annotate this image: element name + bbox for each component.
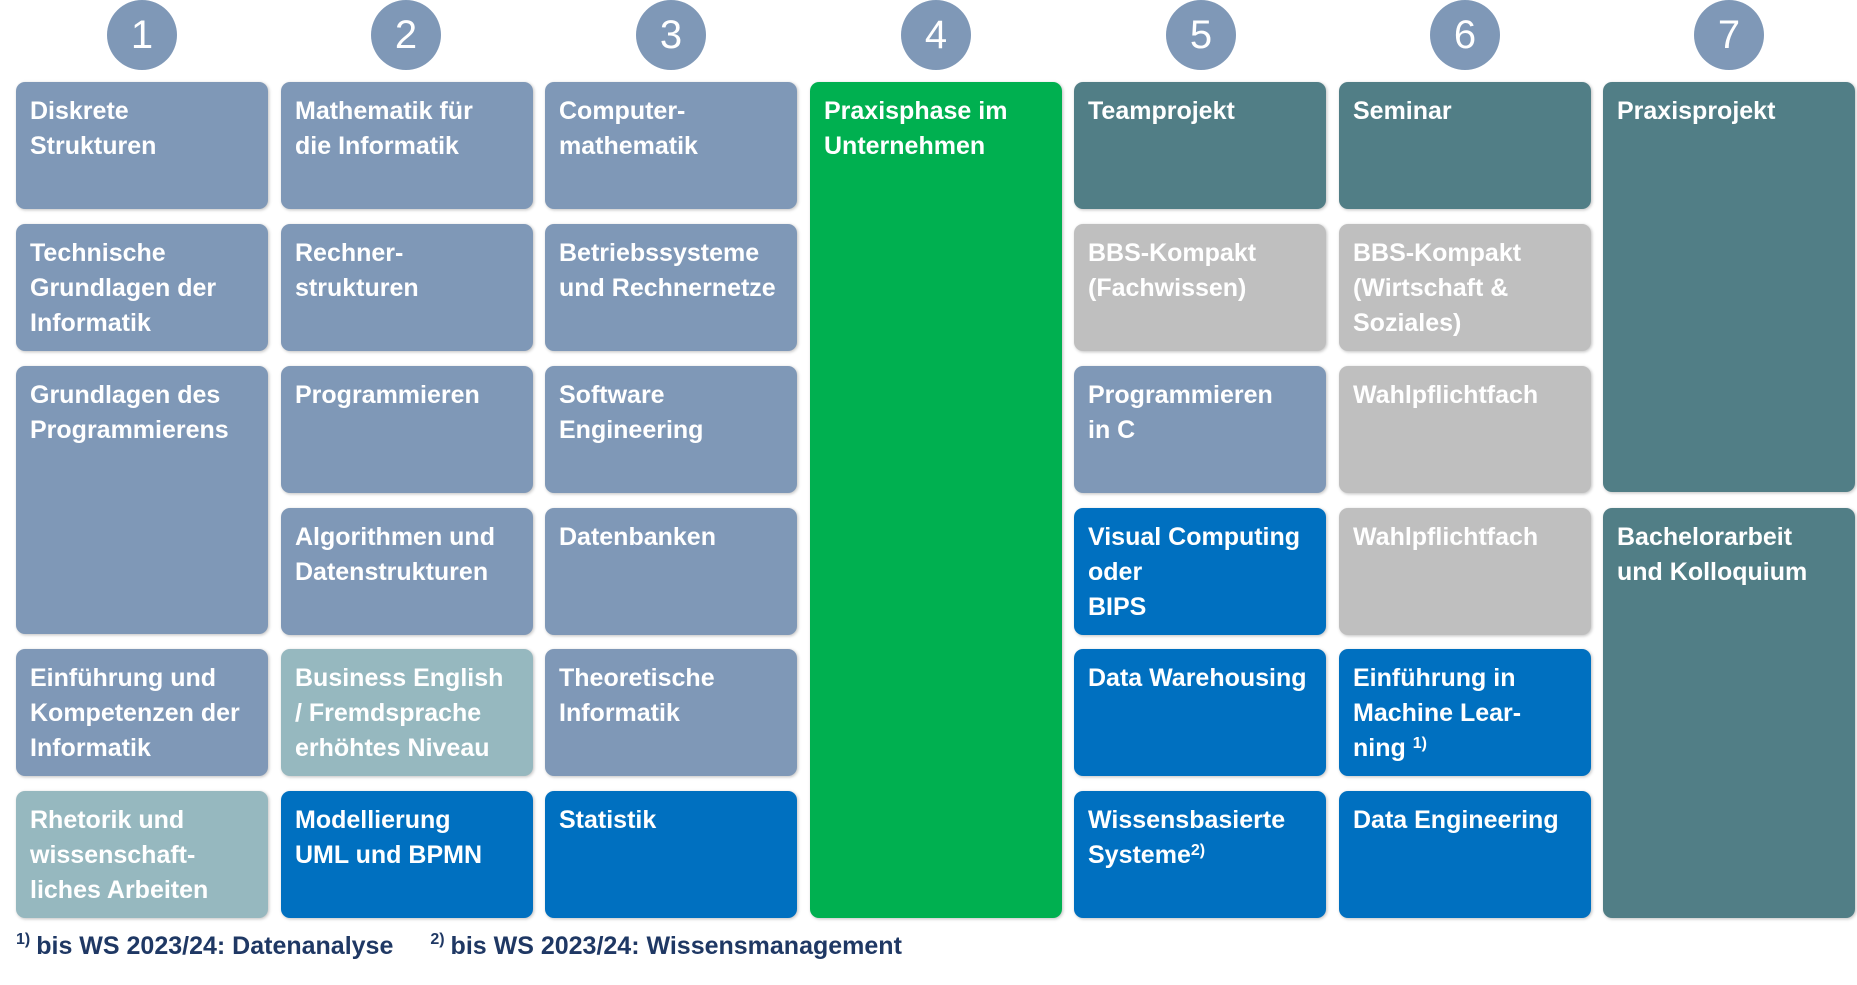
module-bbs-fachwissen: BBS-Kompakt (Fachwissen) xyxy=(1074,224,1326,351)
module-software-engineering: Software Engineering xyxy=(545,366,797,493)
footnote-marker-2: 2) xyxy=(430,931,445,948)
module-teamprojekt: Teamprojekt xyxy=(1074,82,1326,209)
module-visual-computing: Visual Computing oder BIPS xyxy=(1074,508,1326,635)
module-rechnerstrukturen: Rechner- strukturen xyxy=(281,224,533,351)
module-praxisprojekt: Praxisprojekt xyxy=(1603,82,1855,492)
footnote-1: 1) bis WS 2023/24: Datenanalyse xyxy=(16,931,394,961)
module-bbs-wirtschaft: BBS-Kompakt (Wirtschaft & Soziales) xyxy=(1339,224,1591,351)
module-business-english: Business English / Fremdsprache erhöhtes… xyxy=(281,649,533,776)
module-machine-learning: Einführung in Machine Lear- ning 1) xyxy=(1339,649,1591,776)
module-label: Data Warehousing xyxy=(1088,664,1307,692)
module-computermathematik: Computer- mathematik xyxy=(545,82,797,209)
module-wahlpflichtfach-1: Wahlpflichtfach xyxy=(1339,366,1591,493)
module-label: Algorithmen und Datenstrukturen xyxy=(295,523,495,586)
semester-badge-4: 4 xyxy=(901,0,971,70)
module-bachelorarbeit: Bachelorarbeit und Kolloquium xyxy=(1603,508,1855,918)
module-label: Modellierung UML und BPMN xyxy=(295,806,483,869)
module-label: Seminar xyxy=(1353,97,1452,125)
footnote-marker: 1) xyxy=(1412,735,1427,752)
semester-badge-2: 2 xyxy=(371,0,441,70)
module-label: Business English / Fremdsprache erhöhtes… xyxy=(295,664,504,762)
module-label: Wahlpflichtfach xyxy=(1353,381,1539,409)
footnote-2: 2) bis WS 2023/24: Wissensmanagement xyxy=(430,931,902,961)
module-label: Rechner- strukturen xyxy=(295,239,419,302)
module-einfuehrung-kompetenzen: Einführung und Kompetenzen der Informati… xyxy=(16,649,268,776)
module-label: BBS-Kompakt (Wirtschaft & Soziales) xyxy=(1353,239,1522,337)
module-data-engineering: Data Engineering xyxy=(1339,791,1591,918)
module-label: Statistik xyxy=(559,806,657,834)
semester-badge-7: 7 xyxy=(1694,0,1764,70)
module-label: Technische Grundlagen der Informatik xyxy=(30,239,217,337)
module-data-warehousing: Data Warehousing xyxy=(1074,649,1326,776)
module-label: Grundlagen des Programmierens xyxy=(30,381,229,444)
footnote-marker-1: 1) xyxy=(16,931,31,948)
module-programmieren: Programmieren xyxy=(281,366,533,493)
module-label: Mathematik für die Informatik xyxy=(295,97,473,160)
module-label: BBS-Kompakt (Fachwissen) xyxy=(1088,239,1257,302)
footnotes: 1) bis WS 2023/24: Datenanalyse 2) bis WS … xyxy=(16,931,902,961)
module-modellierung: Modellierung UML und BPMN xyxy=(281,791,533,918)
module-label: Praxisprojekt xyxy=(1617,97,1776,125)
footnote-text-1: bis WS 2023/24: Datenanalyse xyxy=(36,932,394,960)
footnote-text-2: bis WS 2023/24: Wissensmanagement xyxy=(450,932,902,960)
module-praxisphase: Praxisphase im Unternehmen xyxy=(810,82,1062,918)
footnote-marker: 2) xyxy=(1190,842,1206,859)
semester-badge-6: 6 xyxy=(1430,0,1500,70)
module-grundlagen-programmieren: Grundlagen des Programmierens xyxy=(16,366,268,634)
semester-badge-3: 3 xyxy=(636,0,706,70)
module-label: Programmieren xyxy=(295,381,480,409)
module-technische-grundlagen: Technische Grundlagen der Informatik xyxy=(16,224,268,351)
module-label: Visual Computing oder BIPS xyxy=(1088,523,1301,621)
module-label: Software Engineering xyxy=(559,381,704,444)
module-label: Wahlpflichtfach xyxy=(1353,523,1539,551)
module-label: Einführung in Machine Lear- ning xyxy=(1353,664,1522,762)
module-label: Theoretische Informatik xyxy=(559,664,715,727)
module-label: Rhetorik und wissenschaft- liches Arbeit… xyxy=(30,806,209,904)
module-label: Teamprojekt xyxy=(1088,97,1235,125)
module-label: Bachelorarbeit und Kolloquium xyxy=(1617,523,1808,586)
module-wissensbasierte-systeme: Wissensbasierte Systeme2) xyxy=(1074,791,1326,918)
semester-badge-5: 5 xyxy=(1166,0,1236,70)
module-mathematik-informatik: Mathematik für die Informatik xyxy=(281,82,533,209)
module-betriebssysteme: Betriebssysteme und Rechnernetze xyxy=(545,224,797,351)
module-algorithmen: Algorithmen und Datenstrukturen xyxy=(281,508,533,635)
module-statistik: Statistik xyxy=(545,791,797,918)
module-datenbanken: Datenbanken xyxy=(545,508,797,635)
module-label: Programmieren in C xyxy=(1088,381,1273,444)
module-rhetorik: Rhetorik und wissenschaft- liches Arbeit… xyxy=(16,791,268,918)
module-label: Data Engineering xyxy=(1353,806,1559,834)
module-label: Computer- mathematik xyxy=(559,97,698,160)
module-label: Wissensbasierte Systeme xyxy=(1088,806,1286,869)
module-theoretische-informatik: Theoretische Informatik xyxy=(545,649,797,776)
module-label: Praxisphase im Unternehmen xyxy=(824,97,1008,160)
module-programmieren-c: Programmieren in C xyxy=(1074,366,1326,493)
module-seminar: Seminar xyxy=(1339,82,1591,209)
module-diskrete-strukturen: Diskrete Strukturen xyxy=(16,82,268,209)
module-label: Einführung und Kompetenzen der Informati… xyxy=(30,664,240,762)
semester-badge-1: 1 xyxy=(107,0,177,70)
module-label: Betriebssysteme und Rechnernetze xyxy=(559,239,776,302)
module-wahlpflichtfach-2: Wahlpflichtfach xyxy=(1339,508,1591,635)
module-label: Diskrete Strukturen xyxy=(30,97,157,160)
module-label: Datenbanken xyxy=(559,523,716,551)
